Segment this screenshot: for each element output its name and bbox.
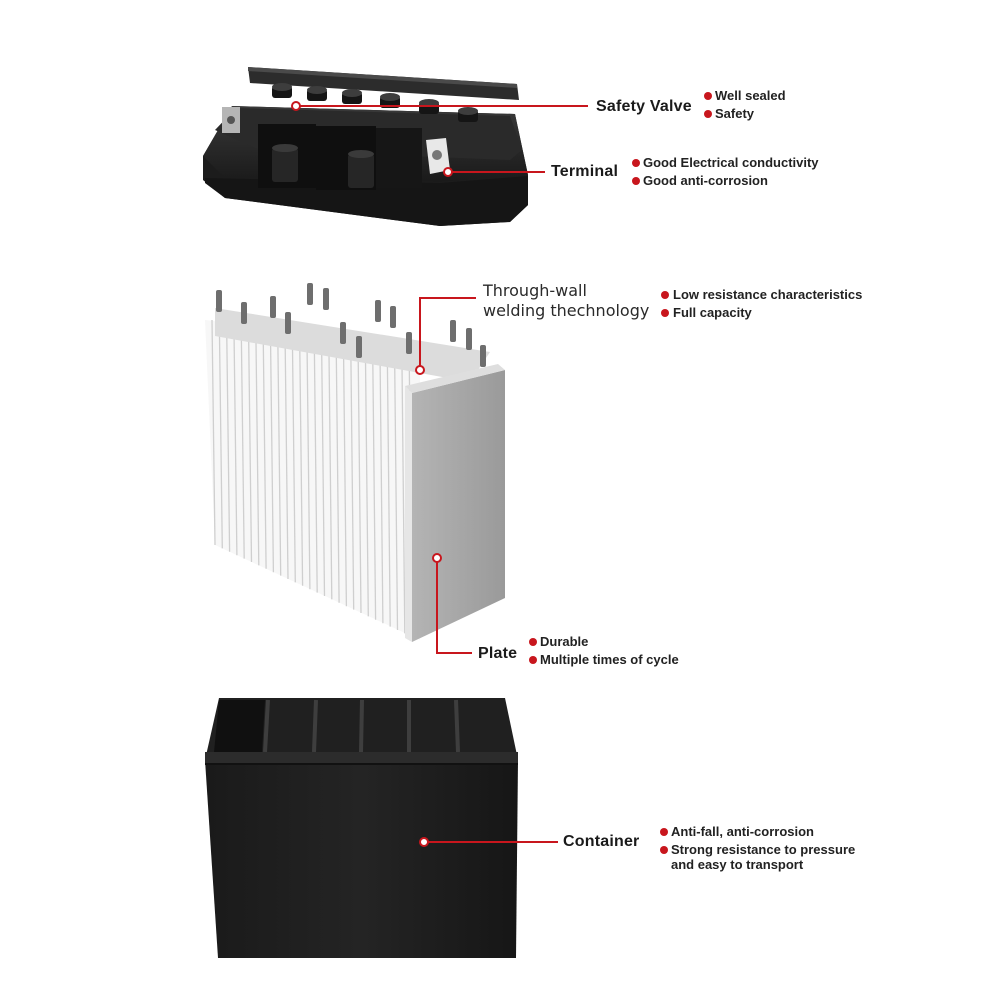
bullet-dot: [529, 638, 537, 646]
plate-fin: [262, 326, 267, 569]
bullet-dot: [704, 110, 712, 118]
plate-lug: [450, 320, 456, 342]
battery-lid: [203, 67, 528, 226]
plate-lug: [466, 328, 472, 350]
plate-fin: [371, 341, 377, 620]
welding-feature-1: Low resistance characteristics: [673, 287, 863, 302]
plate-feature-1: Durable: [540, 634, 589, 649]
terminal-feature-2: Good anti-corrosion: [643, 173, 768, 188]
plate-fin: [357, 339, 362, 614]
plate-fin: [393, 344, 399, 631]
container-feature-2: Strong resistance to pressure: [671, 842, 856, 857]
plate-fin: [284, 329, 289, 580]
plate-lug: [480, 345, 486, 367]
plate-fin: [364, 340, 369, 617]
plate-fin: [291, 330, 296, 583]
callout-anchors: [291, 101, 453, 847]
plate-lug: [375, 300, 381, 322]
safety-valve-feature-2: Safety: [715, 106, 755, 121]
plate-label: Plate: [478, 645, 518, 662]
plate-fin: [240, 323, 245, 559]
plate-lug: [285, 312, 291, 334]
plate-fin: [379, 342, 384, 624]
plate-fin: [298, 331, 304, 586]
welding-feature-2: Full capacity: [673, 305, 752, 320]
plate-lug: [270, 296, 276, 318]
bullet-dot: [632, 177, 640, 185]
plate-lug: [406, 332, 412, 354]
bullet-dot: [660, 846, 668, 854]
plate-fin: [247, 324, 253, 563]
plate-fin: [342, 337, 348, 607]
plate-fin: [218, 320, 223, 549]
terminal-feature-1: Good Electrical conductivity: [643, 155, 819, 170]
bullet-dot: [661, 291, 669, 299]
plate-feature-2: Multiple times of cycle: [540, 652, 679, 667]
plate-lug: [241, 302, 247, 324]
plate-fin: [386, 343, 391, 627]
plate-fin: [313, 333, 318, 593]
container-feature-3: and easy to transport: [671, 857, 804, 872]
plate-fin: [401, 345, 406, 634]
plate-fin: [255, 325, 260, 566]
container-label: Container: [563, 833, 640, 850]
plate-fin: [350, 338, 355, 610]
welding-label-line1: Through-wall: [483, 281, 587, 300]
safety-valve-label: Safety Valve: [596, 98, 692, 115]
welding-label-line2: welding thechnology: [483, 301, 650, 320]
plate-fin: [306, 332, 311, 590]
safety-valve-feature-1: Well sealed: [715, 88, 786, 103]
plate-lug: [307, 283, 313, 305]
plate-fin: [320, 334, 326, 597]
plate-fin: [335, 336, 340, 603]
plate-fin: [225, 321, 231, 552]
container-feature-1: Anti-fall, anti-corrosion: [671, 824, 814, 839]
plate-lug: [216, 290, 222, 312]
plate-lug: [356, 336, 362, 358]
bullet-dot: [661, 309, 669, 317]
plate-stack: [205, 283, 505, 642]
bullet-dot: [704, 92, 712, 100]
plate-fin: [269, 327, 275, 573]
plate-fin: [233, 322, 238, 556]
plate-fin: [211, 319, 216, 546]
plate-lug: [340, 322, 346, 344]
plate-lug: [390, 306, 396, 328]
plate-fin: [277, 328, 282, 576]
plate-fin: [328, 335, 333, 600]
plate-lug: [323, 288, 329, 310]
callout-lines: [296, 105, 588, 843]
battery-container: [205, 698, 518, 958]
bullet-dot: [632, 159, 640, 167]
bullet-dot: [660, 828, 668, 836]
terminal-label: Terminal: [551, 163, 619, 180]
bullet-dot: [529, 656, 537, 664]
